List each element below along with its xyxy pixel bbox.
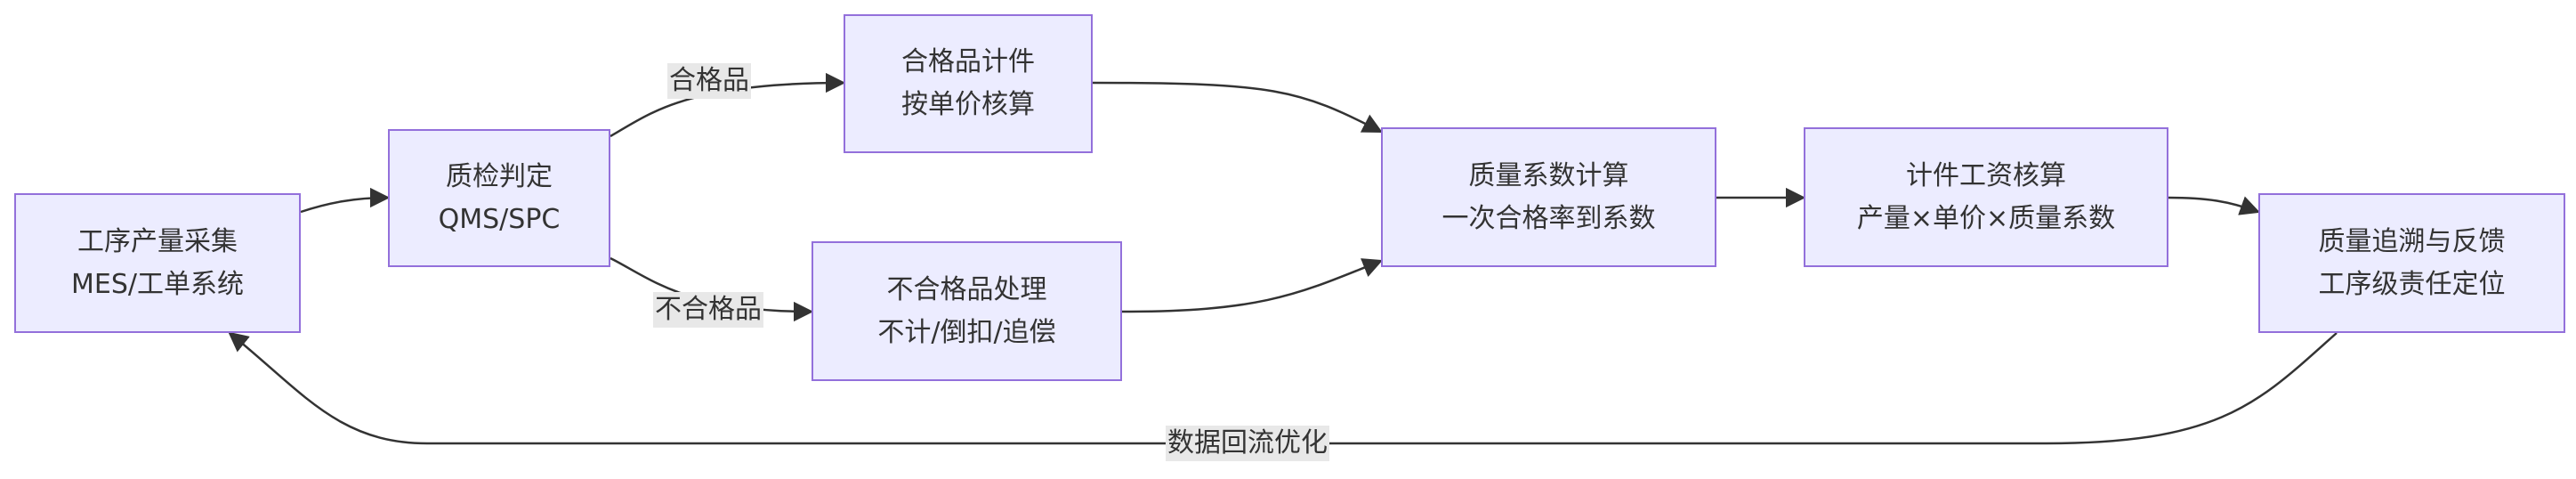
node-quality-inspection: 质检判定 QMS/SPC <box>388 129 610 267</box>
node-pass-piecework-title: 合格品计件 <box>901 46 1035 77</box>
edge-label-pass: 合格品 <box>667 63 751 99</box>
edge-pass-coef <box>1092 81 1383 134</box>
node-quality-coefficient: 质量系数计算 一次合格率到系数 <box>1381 127 1716 267</box>
edge-label-fail: 不合格品 <box>653 292 763 328</box>
node-quality-coefficient-title: 质量系数计算 <box>1468 159 1629 191</box>
node-pass-piecework: 合格品计件 按单价核算 <box>844 14 1093 153</box>
edge-fail-coef <box>1121 258 1384 313</box>
node-wage-calculation-formula: 产量×单价×质量系数 <box>1856 202 2116 234</box>
node-wage-calculation-title: 计件工资核算 <box>1906 159 2066 191</box>
node-output-collection-title: 工序产量采集 <box>77 225 238 257</box>
edge-wage-trace <box>2168 196 2261 215</box>
node-quality-coefficient-method: 一次合格率到系数 <box>1441 202 1656 234</box>
node-quality-traceback-title: 质量追溯与反馈 <box>2318 225 2506 257</box>
edge-label-feedback: 数据回流优化 <box>1166 426 1329 461</box>
node-defect-handling: 不合格品处理 不计/倒扣/追偿 <box>812 241 1122 381</box>
node-quality-traceback: 质量追溯与反馈 工序级责任定位 <box>2258 193 2565 333</box>
node-pass-piecework-method: 按单价核算 <box>901 89 1035 120</box>
edge-feedback-loop <box>228 331 2338 445</box>
node-quality-inspection-title: 质检判定 <box>446 160 553 192</box>
node-wage-calculation: 计件工资核算 产量×单价×质量系数 <box>1804 127 2168 267</box>
node-output-collection: 工序产量采集 MES/工单系统 <box>14 193 301 333</box>
node-defect-handling-method: 不计/倒扣/追偿 <box>877 316 1056 348</box>
edge-inspect-pass <box>610 72 846 138</box>
node-defect-handling-title: 不合格品处理 <box>886 273 1047 305</box>
node-quality-traceback-method: 工序级责任定位 <box>2318 268 2506 300</box>
node-quality-inspection-system: QMS/SPC <box>438 203 561 235</box>
node-output-collection-system: MES/工单系统 <box>71 268 244 300</box>
edge-collect-inspect <box>300 187 391 214</box>
